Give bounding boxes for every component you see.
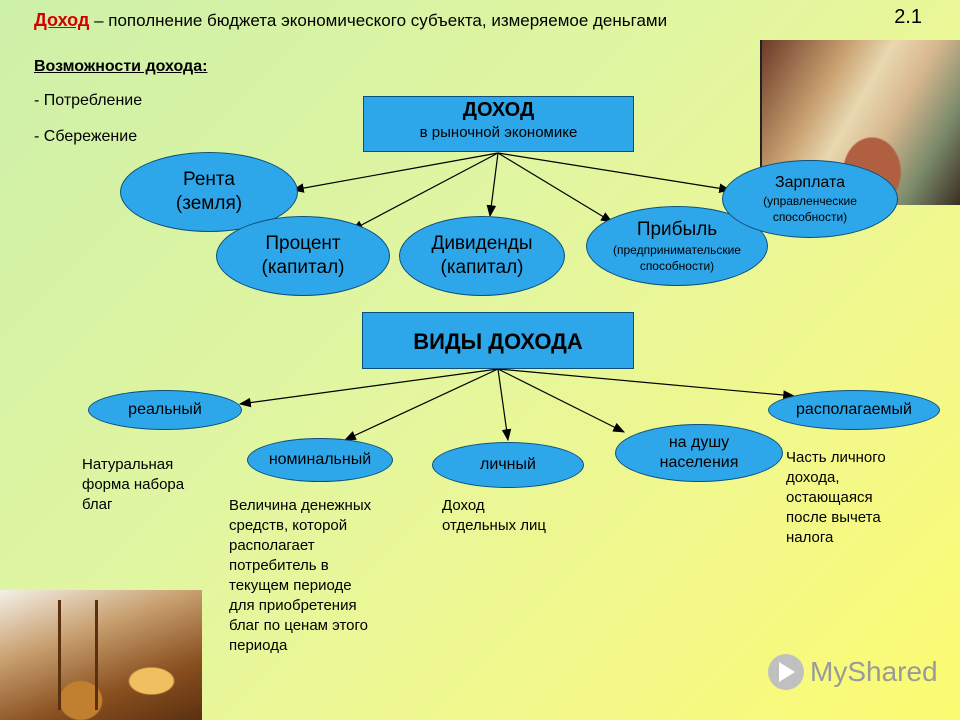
type-disposable: располагаемый bbox=[768, 390, 940, 430]
type-personal: личный bbox=[432, 442, 584, 488]
type-per-capita-line1: на душу bbox=[668, 434, 730, 451]
desc-nominal-line: средств, которой bbox=[229, 517, 348, 534]
desc-personal-line: Доход bbox=[442, 497, 485, 514]
arrow-to-disposable bbox=[497, 368, 796, 400]
source-salary-factor: (управленческие bbox=[763, 194, 857, 208]
slide-number: 2.1 bbox=[894, 6, 922, 28]
desc-personal: Доход отдельных лиц bbox=[442, 496, 546, 536]
desc-nominal-line: текущем периоде bbox=[229, 577, 352, 594]
arrow-to-salary bbox=[497, 152, 732, 194]
desc-disposable-line: после вычета bbox=[786, 509, 881, 526]
desc-disposable-line: остающаяся bbox=[786, 489, 873, 506]
arrow-to-real bbox=[238, 368, 499, 408]
source-interest: Процент (капитал) bbox=[216, 216, 390, 296]
source-dividends: Дивиденды (капитал) bbox=[399, 216, 565, 296]
type-real: реальный bbox=[88, 390, 242, 430]
arrow-to-dividends bbox=[486, 152, 499, 218]
income-definition: – пополнение бюджета экономического субъ… bbox=[89, 11, 668, 30]
source-profit-factor-2: способности) bbox=[639, 259, 715, 273]
type-real-label: реальный bbox=[128, 401, 202, 418]
type-nominal-label: номинальный bbox=[268, 451, 372, 468]
source-rent-label: Рента bbox=[183, 169, 235, 190]
income-types-box: ВИДЫ ДОХОДА bbox=[362, 312, 634, 369]
possibilities-heading: Возможности дохода: bbox=[34, 58, 208, 75]
play-icon bbox=[768, 654, 804, 690]
source-profit-label: Прибыль bbox=[636, 219, 718, 240]
source-dividends-label: Дивиденды bbox=[431, 233, 533, 254]
arrow-to-nominal bbox=[343, 368, 499, 441]
type-personal-label: личный bbox=[480, 456, 536, 473]
income-box-title: ДОХОД bbox=[462, 99, 535, 121]
desc-nominal: Величина денежных средств, которой распо… bbox=[229, 496, 371, 656]
desc-real-line: благ bbox=[82, 496, 113, 513]
type-disposable-label: располагаемый bbox=[796, 401, 912, 418]
source-profit-factor: (предпринимательские bbox=[613, 243, 741, 257]
definition-line: Доход – пополнение бюджета экономическог… bbox=[34, 10, 667, 31]
desc-nominal-line: для приобретения bbox=[229, 597, 357, 614]
desc-real-line: Натуральная bbox=[82, 456, 174, 473]
possibility-consumption: - Потребление bbox=[34, 92, 143, 109]
desc-nominal-line: потребитель в bbox=[229, 557, 329, 574]
desc-nominal-line: располагает bbox=[229, 537, 315, 554]
desc-disposable: Часть личного дохода, остающаяся после в… bbox=[786, 448, 886, 548]
arrow-to-rent bbox=[291, 152, 499, 193]
desc-nominal-line: Величина денежных bbox=[229, 497, 372, 514]
source-interest-factor: (капитал) bbox=[261, 257, 345, 278]
desc-personal-line: отдельных лиц bbox=[442, 517, 547, 534]
arrow-to-per-capita bbox=[497, 368, 626, 433]
type-nominal: номинальный bbox=[247, 438, 393, 482]
arrow-to-personal bbox=[497, 368, 512, 442]
source-salary-label: Зарплата bbox=[774, 174, 846, 191]
source-salary-factor-2: способности) bbox=[772, 210, 848, 224]
type-per-capita: на душу населения bbox=[615, 424, 783, 482]
desc-disposable-line: налога bbox=[786, 529, 834, 546]
type-per-capita-line2: населения bbox=[659, 454, 739, 471]
income-term: Доход bbox=[34, 10, 90, 30]
desc-real-line: форма набора bbox=[82, 476, 185, 493]
desc-nominal-line: периода bbox=[229, 637, 288, 654]
desc-disposable-line: Часть личного bbox=[786, 449, 886, 466]
income-box: ДОХОД в рыночной экономике bbox=[363, 96, 634, 152]
arrow-to-profit bbox=[497, 152, 614, 223]
source-salary: Зарплата (управленческие способности) bbox=[722, 160, 898, 238]
desc-disposable-line: дохода, bbox=[786, 469, 840, 486]
source-rent-factor: (земля) bbox=[175, 193, 243, 214]
income-box-subtitle: в рыночной экономике bbox=[419, 124, 578, 141]
source-interest-label: Процент bbox=[265, 233, 341, 254]
logo-text: MyShared bbox=[810, 656, 938, 687]
source-rent: Рента (земля) bbox=[120, 152, 298, 232]
hourglass-photo bbox=[0, 590, 202, 720]
hourglass-icon bbox=[58, 600, 98, 710]
desc-nominal-line: благ по ценам этого bbox=[229, 617, 369, 634]
arrow-to-interest bbox=[350, 152, 499, 231]
source-dividends-factor: (капитал) bbox=[440, 257, 524, 278]
possibility-saving: - Сбережение bbox=[34, 128, 138, 145]
myshared-logo[interactable]: MyShared bbox=[768, 654, 938, 690]
desc-real: Натуральная форма набора благ bbox=[82, 455, 184, 515]
